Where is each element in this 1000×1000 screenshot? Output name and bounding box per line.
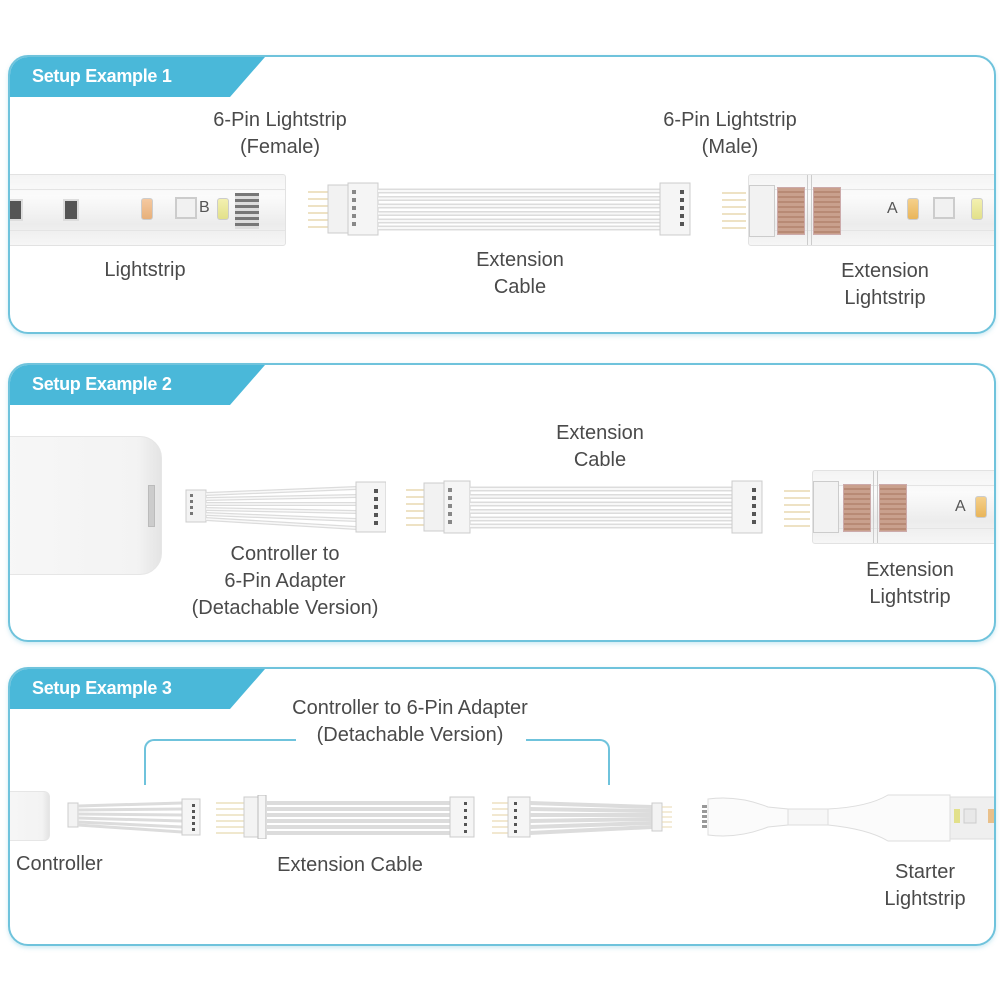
strip-mark-a: A <box>955 498 966 515</box>
extension-lightstrip-2: A <box>812 470 994 544</box>
lightstrip-female: B <box>10 174 286 246</box>
solder-pad-icon <box>777 187 805 235</box>
led-chip-icon <box>175 197 197 219</box>
led-chip-icon <box>933 197 955 219</box>
extension-cable-label-line1: Extension <box>556 422 644 444</box>
male-label-line2: (Male) <box>701 136 759 158</box>
adapter-bracket-right <box>526 739 610 785</box>
extension-cable-label-1: Extension Cable <box>430 247 610 301</box>
adapter-label-2: Controller to 6-Pin Adapter (Detachable … <box>170 541 400 622</box>
led-icon <box>975 496 987 518</box>
strip-mark-b: B <box>199 199 210 216</box>
lightstrip-label: Lightstrip <box>104 259 186 281</box>
extension-lightstrip-1: A <box>748 174 994 246</box>
extension-lightstrip-label-line1: Extension <box>866 559 954 581</box>
connector-housing-icon <box>749 185 775 237</box>
setup-example-1-title: Setup Example 1 <box>32 66 172 86</box>
cut-line-icon <box>873 471 878 543</box>
solder-pad-icon <box>879 484 907 532</box>
resistor-icon <box>10 199 23 221</box>
adapter-cable-part-a <box>67 798 201 836</box>
tab-shape-icon <box>10 57 265 97</box>
male-pins-icon <box>784 490 810 527</box>
setup-example-1-panel: Setup Example 1 6-Pin Lightstrip (Female… <box>8 55 996 334</box>
setup-example-3-tab: Setup Example 3 <box>10 669 270 709</box>
adapter-label-line3: (Detachable Version) <box>191 597 379 619</box>
female-label: 6-Pin Lightstrip (Female) <box>190 107 370 161</box>
led-icon <box>907 198 919 220</box>
led-icon <box>971 198 983 220</box>
strip-mark-a: A <box>887 200 898 217</box>
female-pin-socket-icon <box>235 193 259 229</box>
setup-example-3-panel: Setup Example 3 Controller to 6-Pin Adap… <box>8 667 996 946</box>
setup-example-1-tab: Setup Example 1 <box>10 57 270 97</box>
male-label: 6-Pin Lightstrip (Male) <box>640 107 820 161</box>
extension-lightstrip-label-line1: Extension <box>841 260 929 282</box>
extension-lightstrip-label-2: Extension Lightstrip <box>825 557 994 611</box>
extension-lightstrip-label-line2: Lightstrip <box>869 586 951 608</box>
led-icon <box>217 198 229 220</box>
controller-label: Controller <box>16 853 103 875</box>
extension-cable-2 <box>406 480 763 534</box>
adapter-cable-part-b <box>492 796 672 838</box>
solder-pad-icon <box>813 187 841 235</box>
tab-shape-icon <box>10 669 265 709</box>
male-pins-icon <box>722 192 746 229</box>
female-label-line2: (Female) <box>239 136 320 158</box>
adapter-label-3: Controller to 6-Pin Adapter (Detachable … <box>250 695 570 749</box>
starter-lightstrip-plug <box>702 794 994 842</box>
controller-adapter-cable-2 <box>185 481 386 533</box>
adapter-label-line2: 6-Pin Adapter <box>224 570 346 592</box>
controller-device-small <box>10 791 50 841</box>
starter-lightstrip-label-line2: Lightstrip <box>884 888 966 910</box>
adapter-label-line2: (Detachable Version) <box>316 724 504 746</box>
female-label-line1: 6-Pin Lightstrip <box>213 109 347 131</box>
extension-cable-3 <box>216 795 475 839</box>
adapter-label-line1: Controller to 6-Pin Adapter <box>292 697 528 719</box>
starter-lightstrip-label: Starter Lightstrip <box>865 859 985 913</box>
tab-shape-icon <box>10 365 265 405</box>
setup-example-2-tab: Setup Example 2 <box>10 365 270 405</box>
solder-pad-icon <box>843 484 871 532</box>
led-icon <box>141 198 153 220</box>
controller-device <box>10 436 162 575</box>
cut-line-icon <box>807 175 812 245</box>
starter-lightstrip-label-line1: Starter <box>894 861 956 883</box>
extension-lightstrip-label-1: Extension Lightstrip <box>800 258 970 312</box>
extension-cable-label-line2: Cable <box>573 449 627 471</box>
extension-cable-label-line1: Extension <box>476 249 564 271</box>
setup-example-3-title: Setup Example 3 <box>32 678 172 698</box>
extension-lightstrip-label-line2: Lightstrip <box>844 287 926 309</box>
adapter-label-line1: Controller to <box>230 543 340 565</box>
controller-port-icon <box>148 485 155 527</box>
connector-housing-icon <box>813 481 839 533</box>
setup-example-2-panel: Setup Example 2 <box>8 363 996 642</box>
setup-example-2-title: Setup Example 2 <box>32 374 172 394</box>
extension-cable-1 <box>308 182 691 236</box>
male-label-line1: 6-Pin Lightstrip <box>663 109 797 131</box>
extension-cable-label-line2: Cable <box>493 276 547 298</box>
resistor-icon <box>63 199 79 221</box>
extension-cable-label-3: Extension Cable <box>277 854 423 876</box>
extension-cable-label-2: Extension Cable <box>510 420 690 474</box>
adapter-bracket-left <box>144 739 296 785</box>
